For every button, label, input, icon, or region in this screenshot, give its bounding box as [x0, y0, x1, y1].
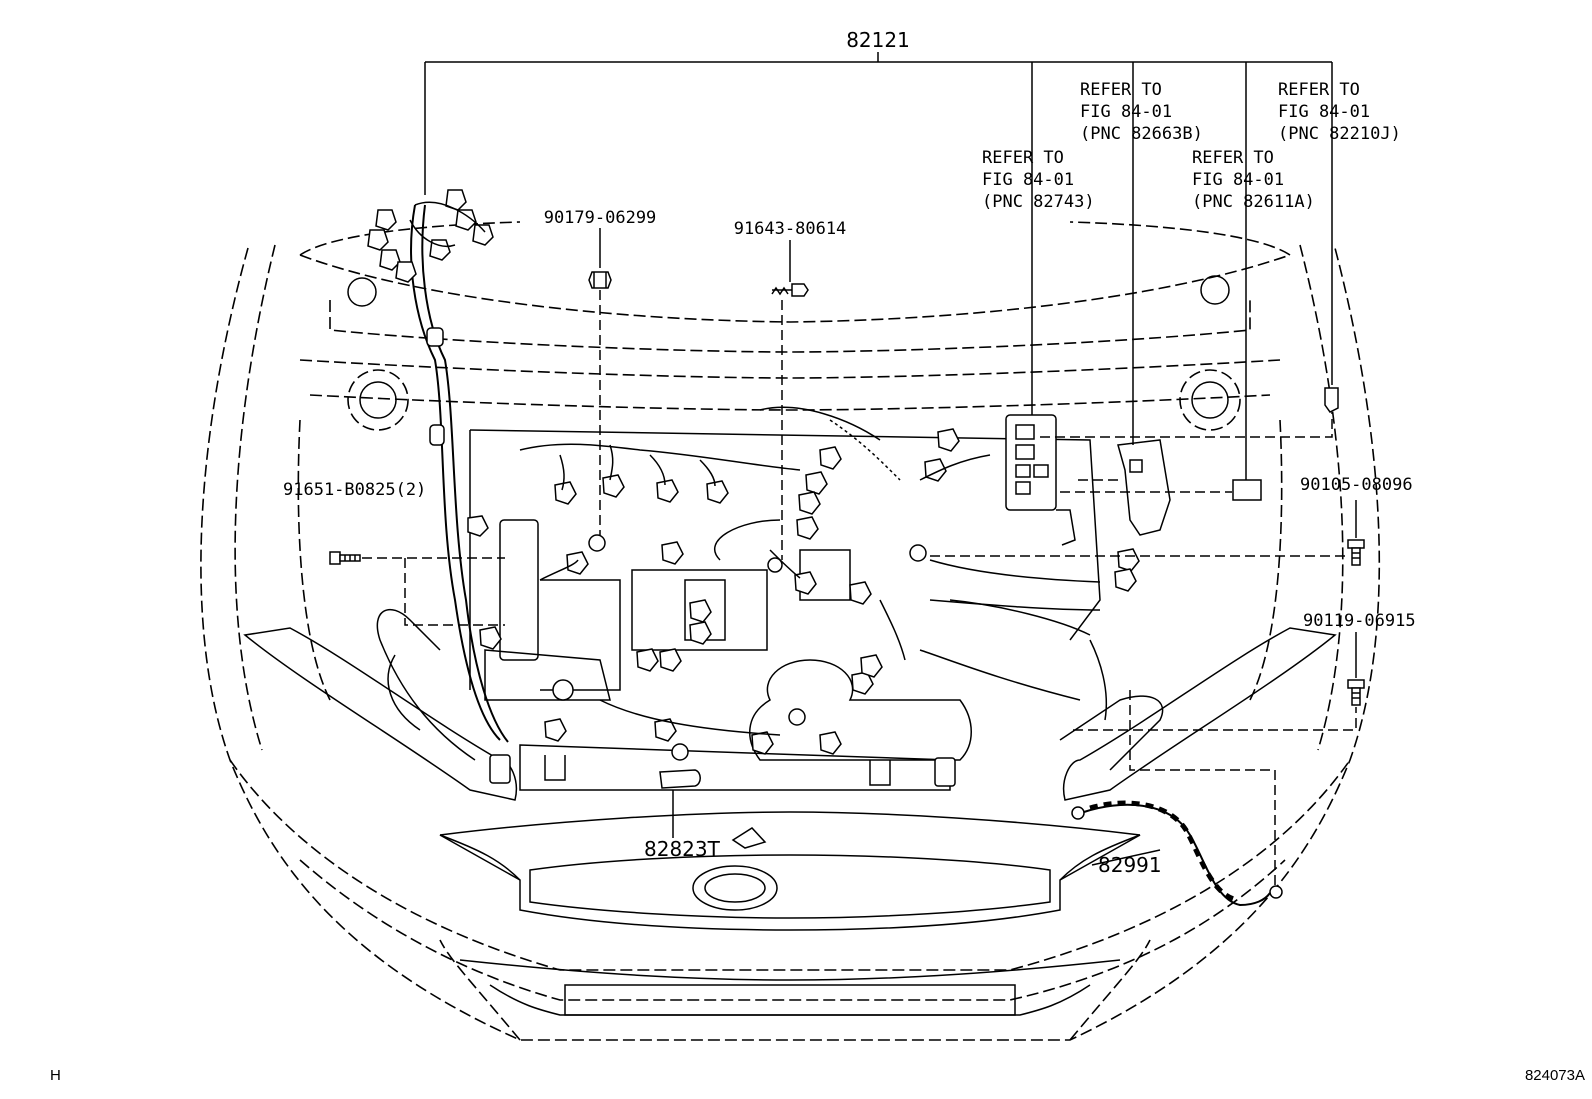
- bracket-82663b: [1117, 439, 1171, 536]
- fastener-91651: [329, 551, 361, 565]
- labels: 82121 90179-06299 91643-80614 91651-B082…: [50, 28, 1585, 1084]
- leader-lines: [362, 52, 1357, 886]
- label-90119-06915: 90119-06915: [1303, 611, 1416, 631]
- reference-note-82743: REFER TO FIG 84-01 (PNC 82743): [982, 148, 1095, 212]
- ref-82210j-line3: (PNC 82210J): [1278, 124, 1401, 144]
- fastener-90119: [1347, 679, 1365, 706]
- ref-82743-line3: (PNC 82743): [982, 192, 1095, 212]
- relay-block: [1005, 414, 1076, 546]
- figure-id: 824073A: [1525, 1067, 1585, 1084]
- label-82823t: 82823T: [644, 837, 721, 861]
- ref-82611a-line1: REFER TO: [1192, 148, 1274, 168]
- ref-82210j-line2: FIG 84-01: [1278, 102, 1370, 122]
- label-90105-08096: 90105-08096: [1300, 475, 1413, 495]
- connector-cluster-left: [367, 189, 494, 283]
- label-91651-b0825: 91651-B0825(2): [283, 480, 426, 500]
- engine-connectors: [467, 428, 1140, 787]
- ref-82663b-line1: REFER TO: [1080, 80, 1162, 100]
- relay-82611a: [1232, 479, 1262, 501]
- engine-bay: [367, 189, 1339, 907]
- ref-82663b-line3: (PNC 82663B): [1080, 124, 1203, 144]
- fastener-91643: [771, 283, 809, 297]
- ref-82743-line2: FIG 84-01: [982, 170, 1074, 190]
- label-91643-80614: 91643-80614: [734, 219, 847, 239]
- ref-82663b-line2: FIG 84-01: [1080, 102, 1172, 122]
- fastener-90105: [1347, 539, 1365, 566]
- sensor-82210j: [1324, 387, 1339, 413]
- reference-note-82611a: REFER TO FIG 84-01 (PNC 82611A): [1192, 148, 1315, 212]
- ref-82611a-line2: FIG 84-01: [1192, 170, 1284, 190]
- reference-note-82663b: REFER TO FIG 84-01 (PNC 82663B): [1080, 80, 1203, 144]
- ref-82743-line1: REFER TO: [982, 148, 1064, 168]
- label-82121: 82121: [846, 28, 910, 52]
- clamp-82823t: [659, 769, 701, 789]
- ref-82210j-line1: REFER TO: [1278, 80, 1360, 100]
- reference-note-82210j: REFER TO FIG 84-01 (PNC 82210J): [1278, 80, 1401, 144]
- label-82991: 82991: [1098, 853, 1162, 877]
- car-body-outline: [200, 221, 1381, 1041]
- ground-strap-82991: [1071, 800, 1283, 907]
- fastener-90179: [588, 271, 612, 289]
- ref-82611a-line3: (PNC 82611A): [1192, 192, 1315, 212]
- label-90179-06299: 90179-06299: [544, 208, 657, 228]
- corner-marker: H: [50, 1067, 61, 1084]
